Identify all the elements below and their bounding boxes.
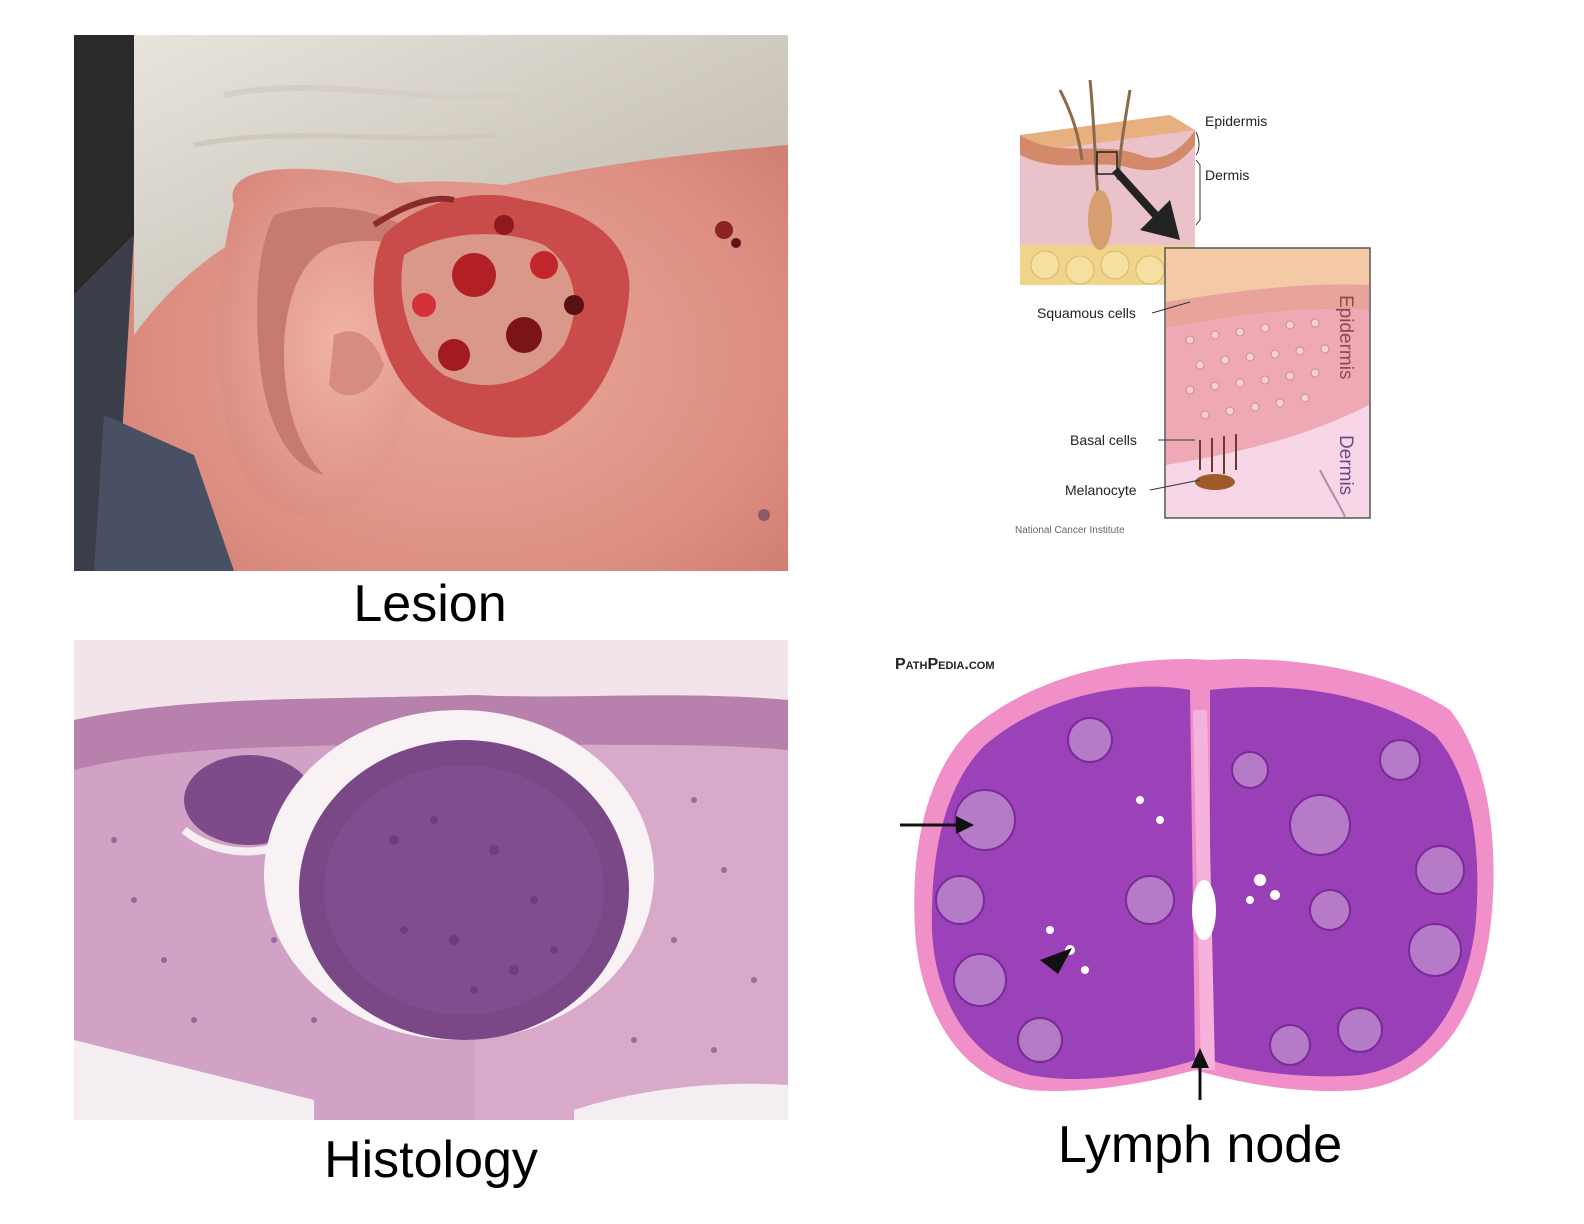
label-epidermis-top: Epidermis — [1205, 113, 1267, 129]
label-dermis-vertical: Dermis — [1335, 435, 1356, 495]
label-melanocyte: Melanocyte — [1065, 482, 1137, 498]
caption-lesion: Lesion — [353, 575, 507, 633]
label-squamous-cells: Squamous cells — [1037, 305, 1136, 321]
caption-lymph-node: Lymph node — [1057, 1116, 1343, 1174]
label-epidermis-vertical: Epidermis — [1335, 295, 1356, 379]
arrowhead-marker — [1040, 948, 1072, 974]
label-dermis-top: Dermis — [1205, 167, 1249, 183]
caption-histology: Histology — [324, 1131, 538, 1189]
label-basal-cells: Basal cells — [1070, 432, 1137, 448]
credit-text: National Cancer Institute — [1015, 525, 1125, 536]
lesion-photo — [74, 35, 788, 571]
lesion-illustration — [74, 35, 788, 571]
histology-image — [74, 640, 788, 1120]
skin-layers-diagram: Epidermis Dermis Squamous cells Basal ce… — [1000, 70, 1400, 550]
lymph-node-image: PathPedia.com — [890, 650, 1504, 1110]
pathpedia-watermark: PathPedia.com — [895, 656, 995, 673]
